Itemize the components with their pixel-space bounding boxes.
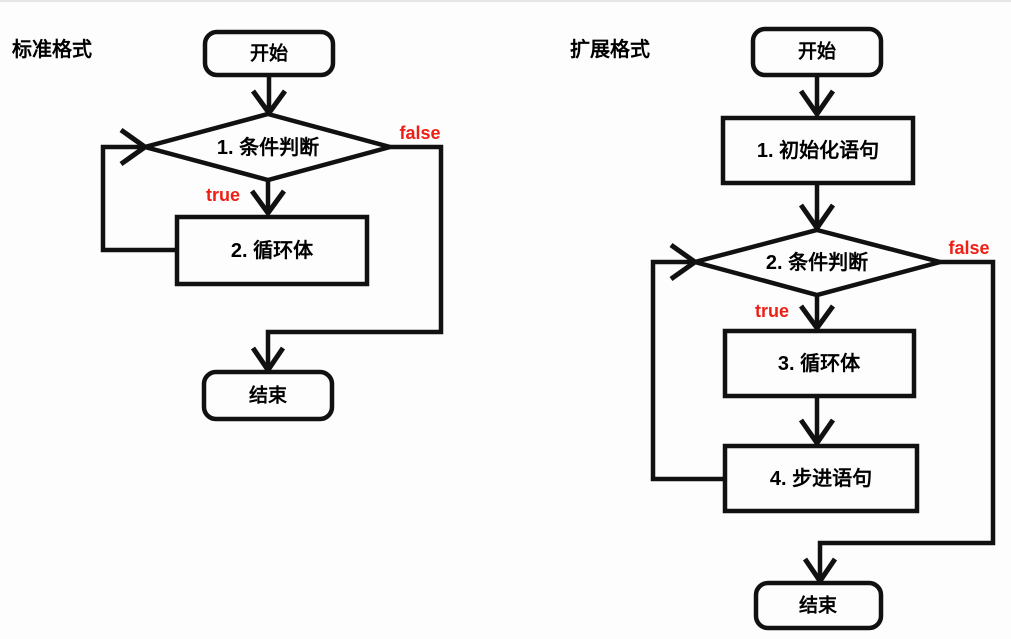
branch-label-false: false — [948, 238, 989, 258]
branch-label-true: true — [755, 301, 789, 321]
arrow-down-icon — [798, 89, 836, 119]
node-end-terminal — [753, 580, 884, 631]
node-start-terminal — [202, 29, 336, 78]
node-loop-body-process — [722, 328, 917, 399]
edge-false-condition-to-end — [817, 259, 996, 580]
node-start-terminal — [750, 26, 884, 78]
node-condition-label: 2. 条件判断 — [766, 250, 868, 274]
node-condition-diamond — [136, 111, 399, 183]
node-loop-body-label: 2. 循环体 — [231, 238, 314, 262]
edge-false-condition-to-end — [265, 144, 444, 369]
edge-loopback-body-to-condition — [100, 144, 177, 253]
branch-label-true: true — [206, 185, 240, 205]
node-end-label: 结束 — [249, 384, 288, 407]
section-title-extended: 扩展格式 — [570, 37, 650, 61]
arrow-down-icon — [798, 418, 836, 448]
node-init-label: 1. 初始化语句 — [757, 138, 879, 162]
arrow-down-icon — [798, 304, 836, 333]
node-end-label: 结束 — [799, 594, 838, 617]
node-loop-body-process — [174, 214, 370, 287]
arrow-down-icon — [249, 189, 287, 218]
node-init-process — [720, 115, 916, 186]
flowchart-extended-format: 扩展格式 false true 开始 — [570, 26, 996, 631]
node-end-terminal — [201, 369, 335, 422]
edge-loopback-step-to-condition — [650, 259, 725, 482]
node-condition-diamond — [686, 227, 949, 298]
branch-label-false: false — [399, 123, 440, 143]
node-start-label: 开始 — [798, 40, 836, 63]
node-step-process — [722, 443, 920, 514]
section-title-standard: 标准格式 — [12, 37, 92, 61]
flowchart-standard-format: 标准格式 false true 开始 1. 条件判断 2. 循环体 — [12, 29, 444, 422]
node-condition-label: 1. 条件判断 — [217, 135, 319, 159]
node-loop-body-label: 3. 循环体 — [778, 351, 861, 375]
node-step-label: 4. 步进语句 — [770, 466, 872, 490]
node-start-label: 开始 — [250, 42, 288, 65]
